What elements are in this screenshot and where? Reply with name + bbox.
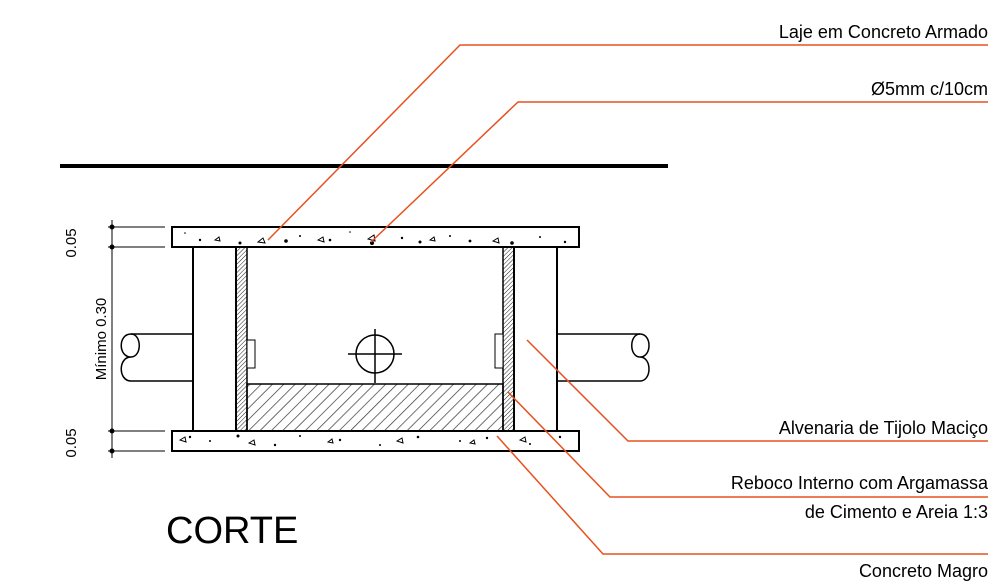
right-pipe [557,333,650,382]
bottom-slab [171,430,580,452]
right-masonry-wall [513,246,558,432]
dim-height: Mínimo 0.30 [93,298,110,381]
dim-bottom-thickness: 0.05 [63,428,80,457]
label-plaster-line1: Reboco Interno com Argamassa [731,473,989,493]
dim-top-thickness: 0.05 [63,228,80,257]
leader-lines [267,44,988,555]
label-slab: Laje em Concreto Armado [779,22,988,42]
dimension-lines [108,220,165,458]
left-pipe [120,333,193,382]
left-sleeve [246,339,256,369]
floor-fill [246,383,504,432]
label-masonry: Alvenaria de Tijolo Maciço [779,418,988,438]
label-plaster-line2: de Cimento e Areia 1:3 [805,502,988,522]
pipe-section-symbol [348,329,402,383]
left-masonry-wall [192,246,237,432]
left-plaster [235,246,248,432]
right-sleeve [494,333,504,369]
label-lean-concrete: Concreto Magro [859,561,988,581]
drawing-title: CORTE [166,510,298,552]
label-rebar: Ø5mm c/10cm [871,79,988,99]
right-plaster [502,246,515,432]
